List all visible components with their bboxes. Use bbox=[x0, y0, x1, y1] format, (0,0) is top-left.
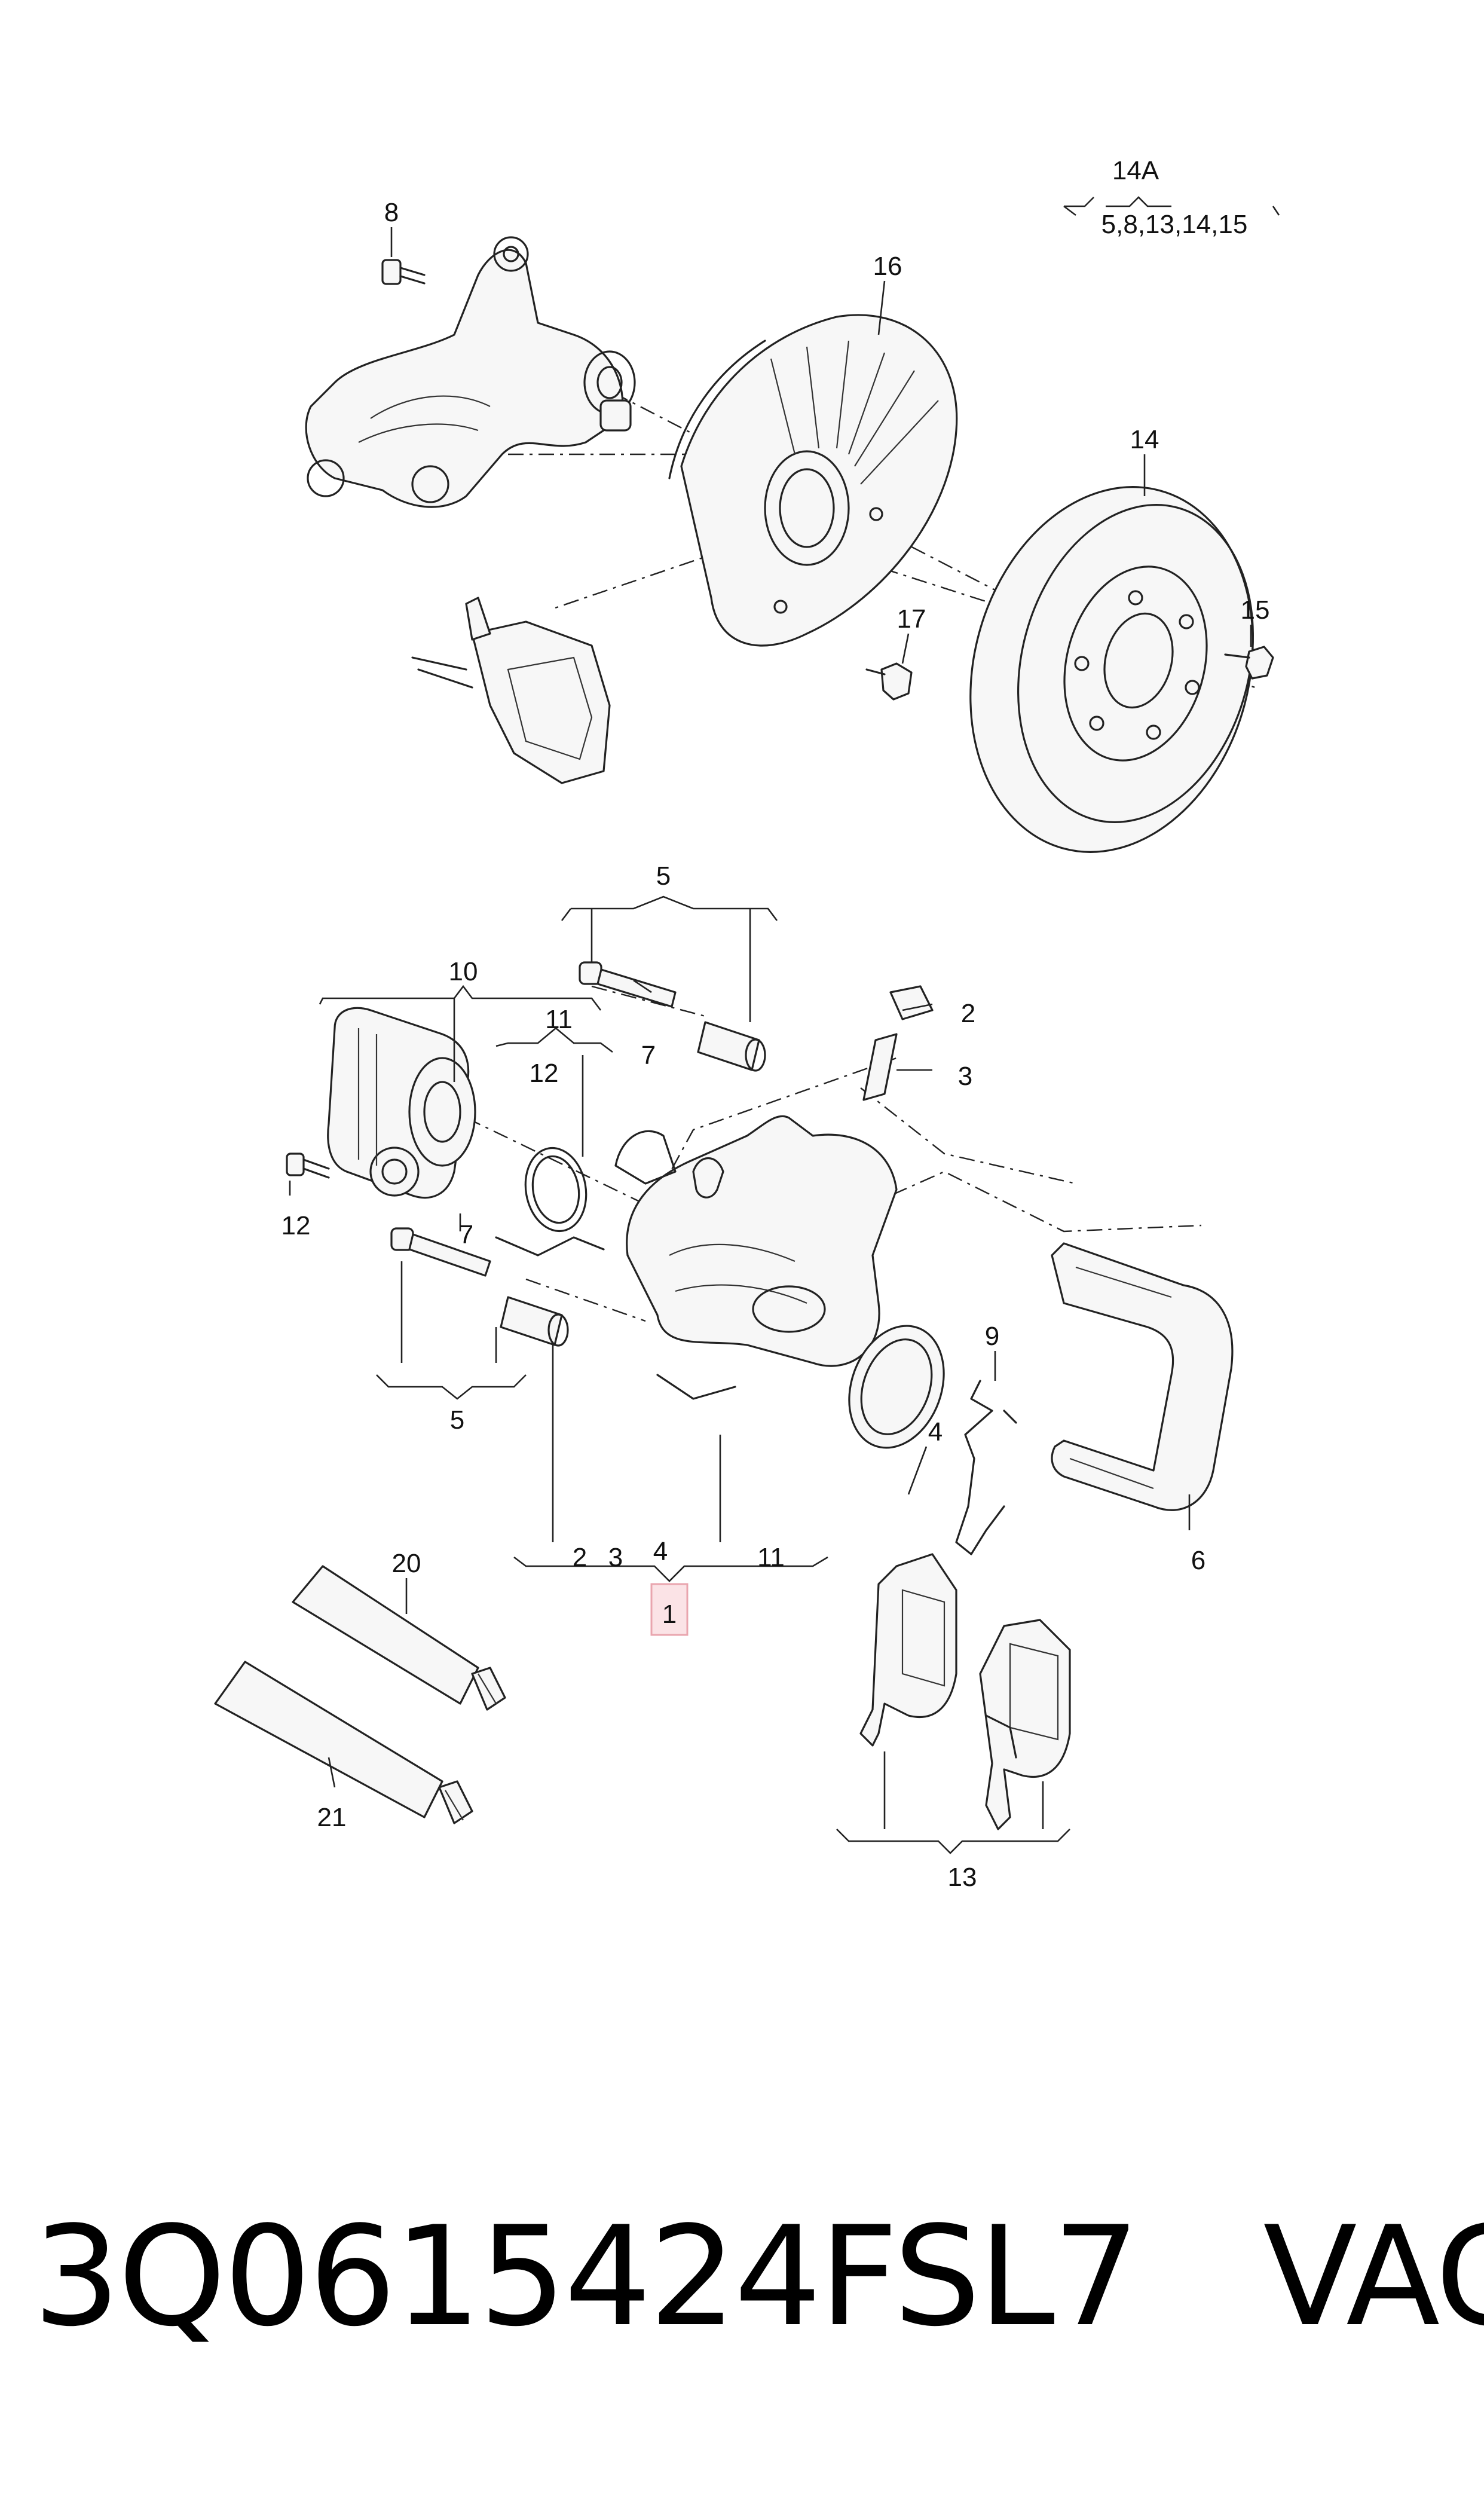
brake-pad-13-rear[interactable] bbox=[979, 1619, 1071, 1830]
callout-3-bottom: 3 bbox=[608, 1543, 623, 1572]
brake-pad-13-front[interactable] bbox=[859, 1553, 957, 1747]
steering-knuckle[interactable] bbox=[305, 236, 636, 508]
guide-bolt-7-lower[interactable] bbox=[390, 1227, 491, 1277]
guide-sleeve-5-upper[interactable] bbox=[697, 1021, 766, 1072]
guide-sleeve-5-lower[interactable] bbox=[500, 1296, 569, 1347]
guide-bolt-7-upper[interactable] bbox=[579, 961, 677, 1008]
bleeder-screw-3[interactable] bbox=[862, 1033, 898, 1101]
part-number: 3Q0615424FSL7 bbox=[33, 2197, 1140, 2357]
parking-brake-motor-10[interactable] bbox=[327, 1007, 476, 1199]
leader-lines bbox=[289, 196, 1280, 1854]
highlight-box-part-1 bbox=[650, 1583, 689, 1636]
callout-7-bottom: 7 bbox=[459, 1220, 473, 1249]
callout-2-top: 2 bbox=[961, 999, 975, 1028]
callout-10: 10 bbox=[449, 957, 478, 986]
bolt-17[interactable] bbox=[865, 662, 913, 701]
callout-17: 17 bbox=[897, 604, 926, 634]
piston-seal-4[interactable] bbox=[833, 1313, 960, 1462]
callout-20: 20 bbox=[392, 1549, 421, 1578]
callout-6: 6 bbox=[1191, 1546, 1205, 1575]
callout-13: 13 bbox=[948, 1863, 977, 1892]
callout-15: 15 bbox=[1241, 595, 1270, 625]
callout-14a-list: 5,8,13,14,15 bbox=[1101, 210, 1248, 239]
brake-disc-14[interactable] bbox=[931, 455, 1293, 884]
callout-5-bottom: 5 bbox=[450, 1405, 464, 1435]
callout-3-top: 3 bbox=[958, 1062, 972, 1091]
caliper-carrier-6[interactable] bbox=[1051, 1242, 1234, 1511]
callout-2-bottom: 2 bbox=[573, 1543, 587, 1572]
bolt-8[interactable] bbox=[381, 259, 426, 285]
splash-shield-16[interactable] bbox=[668, 314, 958, 647]
caliper-assembly-small[interactable] bbox=[411, 597, 611, 784]
callout-7-top: 7 bbox=[641, 1041, 656, 1070]
grease-tube-21[interactable] bbox=[214, 1661, 473, 1824]
footer-caption: 3Q0615424FSL7VAG bbox=[33, 2206, 1484, 2349]
retaining-spring-9[interactable] bbox=[955, 1380, 1017, 1555]
callout-1: 1 bbox=[662, 1600, 677, 1629]
bleeder-cap-2[interactable] bbox=[889, 985, 934, 1020]
grease-tube-20[interactable] bbox=[292, 1565, 506, 1711]
exploded-parts-diagram: 14A 5,8,13,14,15 8 16 14 15 17 5 10 11 1… bbox=[214, 156, 1293, 1892]
callout-11-top: 11 bbox=[545, 1005, 573, 1034]
bolt-12-lower[interactable] bbox=[286, 1152, 330, 1179]
brand-name: VAG bbox=[1263, 2197, 1484, 2357]
callout-9: 9 bbox=[985, 1322, 999, 1351]
callout-8: 8 bbox=[384, 198, 399, 227]
brake-caliper-1[interactable] bbox=[495, 1115, 898, 1400]
callout-12-bottom: 12 bbox=[281, 1211, 311, 1240]
callout-4-right: 4 bbox=[928, 1417, 943, 1447]
callout-4-bottom: 4 bbox=[653, 1537, 668, 1566]
callout-12-top: 12 bbox=[530, 1059, 559, 1088]
callout-14: 14 bbox=[1130, 425, 1159, 454]
callout-16: 16 bbox=[873, 252, 902, 281]
callout-21: 21 bbox=[317, 1803, 347, 1832]
callout-11-bottom: 11 bbox=[757, 1543, 785, 1572]
callout-5-top: 5 bbox=[656, 861, 671, 891]
o-ring-12[interactable] bbox=[519, 1143, 593, 1236]
callout-labels: 14A 5,8,13,14,15 8 16 14 15 17 5 10 11 1… bbox=[281, 156, 1270, 1892]
screw-15[interactable] bbox=[1224, 646, 1274, 680]
callout-14a: 14A bbox=[1112, 156, 1159, 185]
